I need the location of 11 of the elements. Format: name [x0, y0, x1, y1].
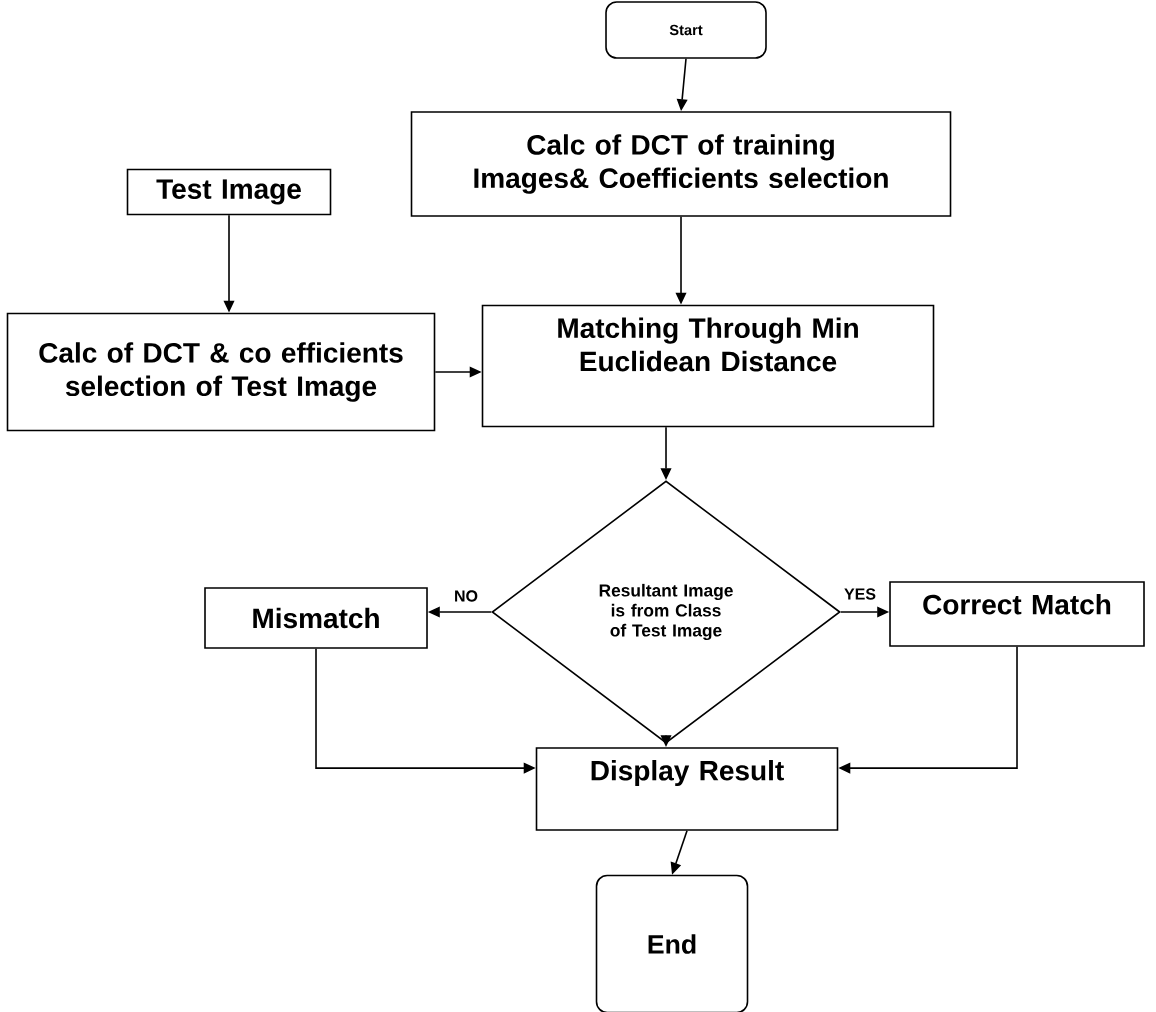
start-terminal: Start [605, 1, 767, 59]
edge-label: YES [842, 587, 878, 601]
result-box: Mismatch [204, 587, 428, 649]
process-box: Matching Through Min Euclidean Distance [481, 304, 935, 428]
process-box: Calc of DCT & co efficients selection of Test Image [6, 312, 436, 432]
input-box: Test Image [126, 168, 332, 216]
output-box: Display Result [535, 747, 839, 831]
end-terminal: End [595, 874, 749, 1012]
edge-label: NO [452, 589, 480, 603]
result-box: Correct Match [889, 581, 1145, 647]
process-box: Calc of DCT of training Images& Coefficients selection [410, 111, 952, 217]
